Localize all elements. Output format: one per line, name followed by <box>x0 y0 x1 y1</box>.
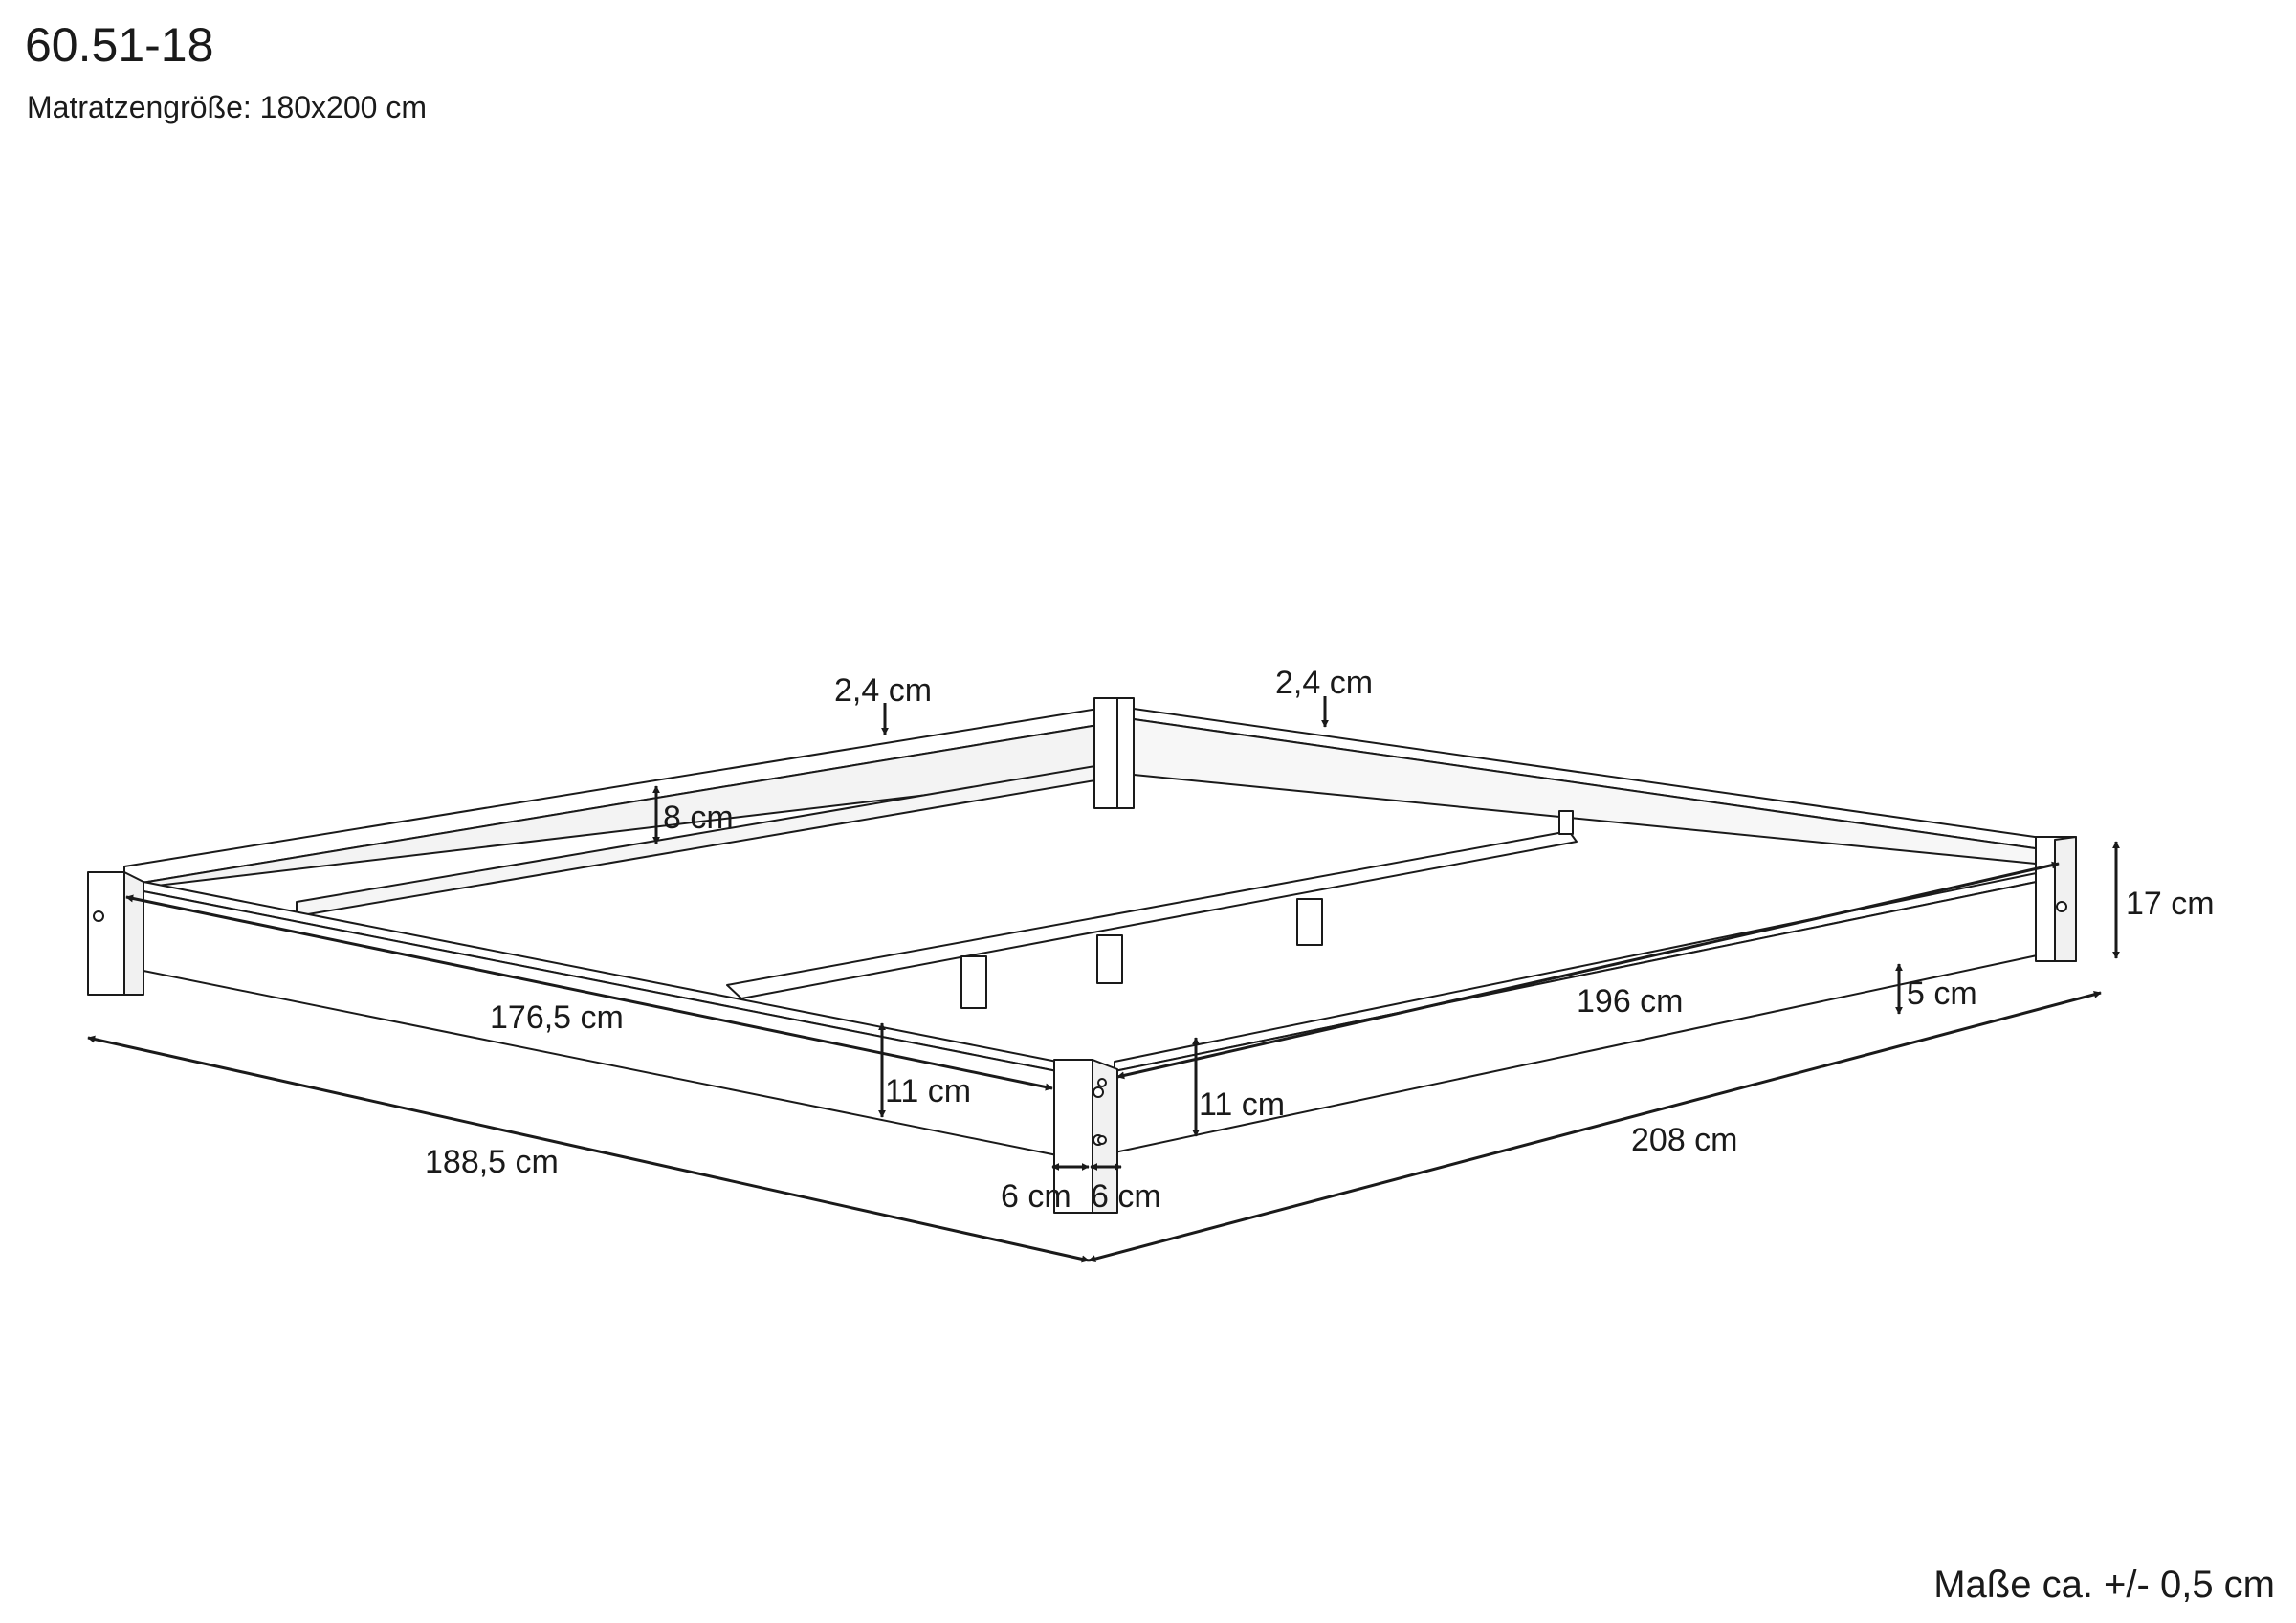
center-beam-joint <box>1558 810 1574 835</box>
center-leg-2 <box>1096 934 1123 984</box>
bed-frame <box>87 697 2077 1214</box>
label-back-left-thickness: 2,4 cm <box>834 672 932 709</box>
back-corner-post <box>1093 697 1135 809</box>
right-post-bolt <box>2056 901 2067 912</box>
label-inner-rail-height: 8 cm <box>663 800 734 836</box>
center-leg-3 <box>1296 898 1323 946</box>
front-post-bolt-upper <box>1093 1086 1104 1098</box>
model-number: 60.51-18 <box>25 18 214 72</box>
left-corner-post-side <box>123 871 144 996</box>
label-front-right-rail-height: 11 cm <box>1199 1086 1285 1123</box>
tolerance-note: Maße ca. +/- 0,5 cm <box>1933 1564 2275 1606</box>
center-leg-1 <box>960 955 987 1009</box>
back-left-rail-inner-face <box>123 724 1099 890</box>
back-right-rail-face <box>1133 718 2056 866</box>
label-leg-width-left: 6 cm <box>1001 1178 1071 1215</box>
left-post-bolt <box>93 910 104 922</box>
label-foot-clearance: 5 cm <box>1907 976 1977 1012</box>
center-beam <box>726 830 1578 999</box>
dim-line-overall-length <box>1088 990 2102 1263</box>
label-leg-height: 17 cm <box>2126 886 2215 922</box>
dim-line-overall-width <box>87 1035 1090 1263</box>
label-back-right-thickness: 2,4 cm <box>1275 665 1373 701</box>
label-short-side-inner: 176,5 cm <box>490 999 624 1036</box>
front-post-side-bolt-upper <box>1097 1078 1107 1087</box>
front-post-side-bolt-lower <box>1097 1135 1107 1145</box>
mattress-size-label: Matratzengröße: 180x200 cm <box>27 90 427 124</box>
label-long-side-inner: 196 cm <box>1577 983 1684 1020</box>
label-leg-width-right: 6 cm <box>1091 1178 1161 1215</box>
dimension-lines <box>87 696 2120 1263</box>
left-corner-post <box>87 871 125 996</box>
dimension-labels: 2,4 cm 2,4 cm 8 cm 17 cm 176,5 cm 196 cm… <box>425 665 2215 1215</box>
label-overall-length: 208 cm <box>1631 1122 1738 1158</box>
label-front-left-rail-height: 11 cm <box>885 1073 971 1109</box>
right-corner-post-side <box>2054 836 2077 962</box>
label-overall-width: 188,5 cm <box>425 1144 559 1180</box>
